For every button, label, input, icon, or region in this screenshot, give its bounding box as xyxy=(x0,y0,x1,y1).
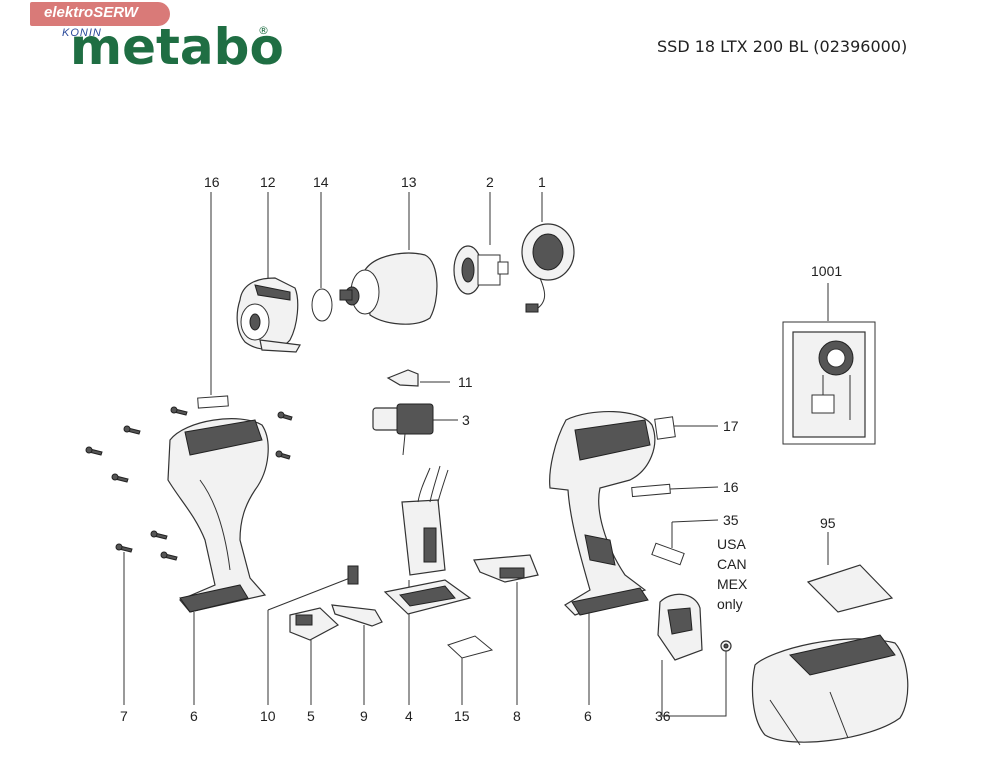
part-1001-electronics-inset xyxy=(782,321,876,445)
label-can: CAN xyxy=(717,556,747,572)
part-12-front-cover xyxy=(236,277,301,353)
label-4: 4 xyxy=(405,708,413,724)
watermark-badge xyxy=(30,2,170,26)
part-3-switch xyxy=(372,403,434,456)
label-2: 2 xyxy=(486,174,494,190)
label-17: 17 xyxy=(723,418,739,434)
part-36-cover xyxy=(657,593,732,661)
label-7: 7 xyxy=(120,708,128,724)
watermark-sub: KONIN xyxy=(62,27,102,39)
watermark-name: elektroSERW xyxy=(44,4,138,21)
part-17-label xyxy=(654,416,676,440)
label-5: 5 xyxy=(307,708,315,724)
part-5-led-module xyxy=(289,607,340,641)
label-6-right: 6 xyxy=(584,708,592,724)
label-95: 95 xyxy=(820,515,836,531)
part-95-battery-pack xyxy=(751,564,909,746)
part-13-gear-housing xyxy=(339,252,438,325)
label-mex: MEX xyxy=(717,576,748,592)
label-35: 35 xyxy=(723,512,739,528)
brand-logo: metabo xyxy=(70,18,284,76)
screws-group xyxy=(85,406,293,561)
label-9: 9 xyxy=(360,708,368,724)
label-10: 10 xyxy=(260,708,276,724)
part-6-left-housing xyxy=(167,418,269,613)
label-16-right: 16 xyxy=(723,479,739,495)
part-8-battery-latch xyxy=(473,554,539,583)
label-usa: USA xyxy=(717,536,746,552)
registered-mark: ® xyxy=(258,24,269,37)
label-16-top: 16 xyxy=(204,174,220,190)
part-11-switch-cap xyxy=(386,369,419,387)
page-title: SSD 18 LTX 200 BL (02396000) xyxy=(657,37,908,56)
part-1-stator xyxy=(521,223,575,313)
label-1001: 1001 xyxy=(811,263,842,279)
label-13: 13 xyxy=(401,174,417,190)
part-2-rotor xyxy=(453,245,509,295)
part-35-label xyxy=(651,542,685,566)
part-15-label xyxy=(447,635,494,659)
part-6-right-housing xyxy=(549,411,656,616)
label-15: 15 xyxy=(454,708,470,724)
part-9-slide xyxy=(331,604,383,627)
label-36: 36 xyxy=(655,708,671,724)
label-12: 12 xyxy=(260,174,276,190)
label-8: 8 xyxy=(513,708,521,724)
label-14: 14 xyxy=(313,174,329,190)
part-16-label-right xyxy=(631,483,671,498)
part-14-o-ring xyxy=(311,288,333,322)
part-10-spring xyxy=(347,565,359,585)
label-1: 1 xyxy=(538,174,546,190)
part-16-label-sticker xyxy=(197,395,229,409)
part-4-electronics-module xyxy=(383,465,472,615)
label-3: 3 xyxy=(462,412,470,428)
label-only: only xyxy=(717,596,743,612)
label-11: 11 xyxy=(458,374,473,390)
label-6-left: 6 xyxy=(190,708,198,724)
